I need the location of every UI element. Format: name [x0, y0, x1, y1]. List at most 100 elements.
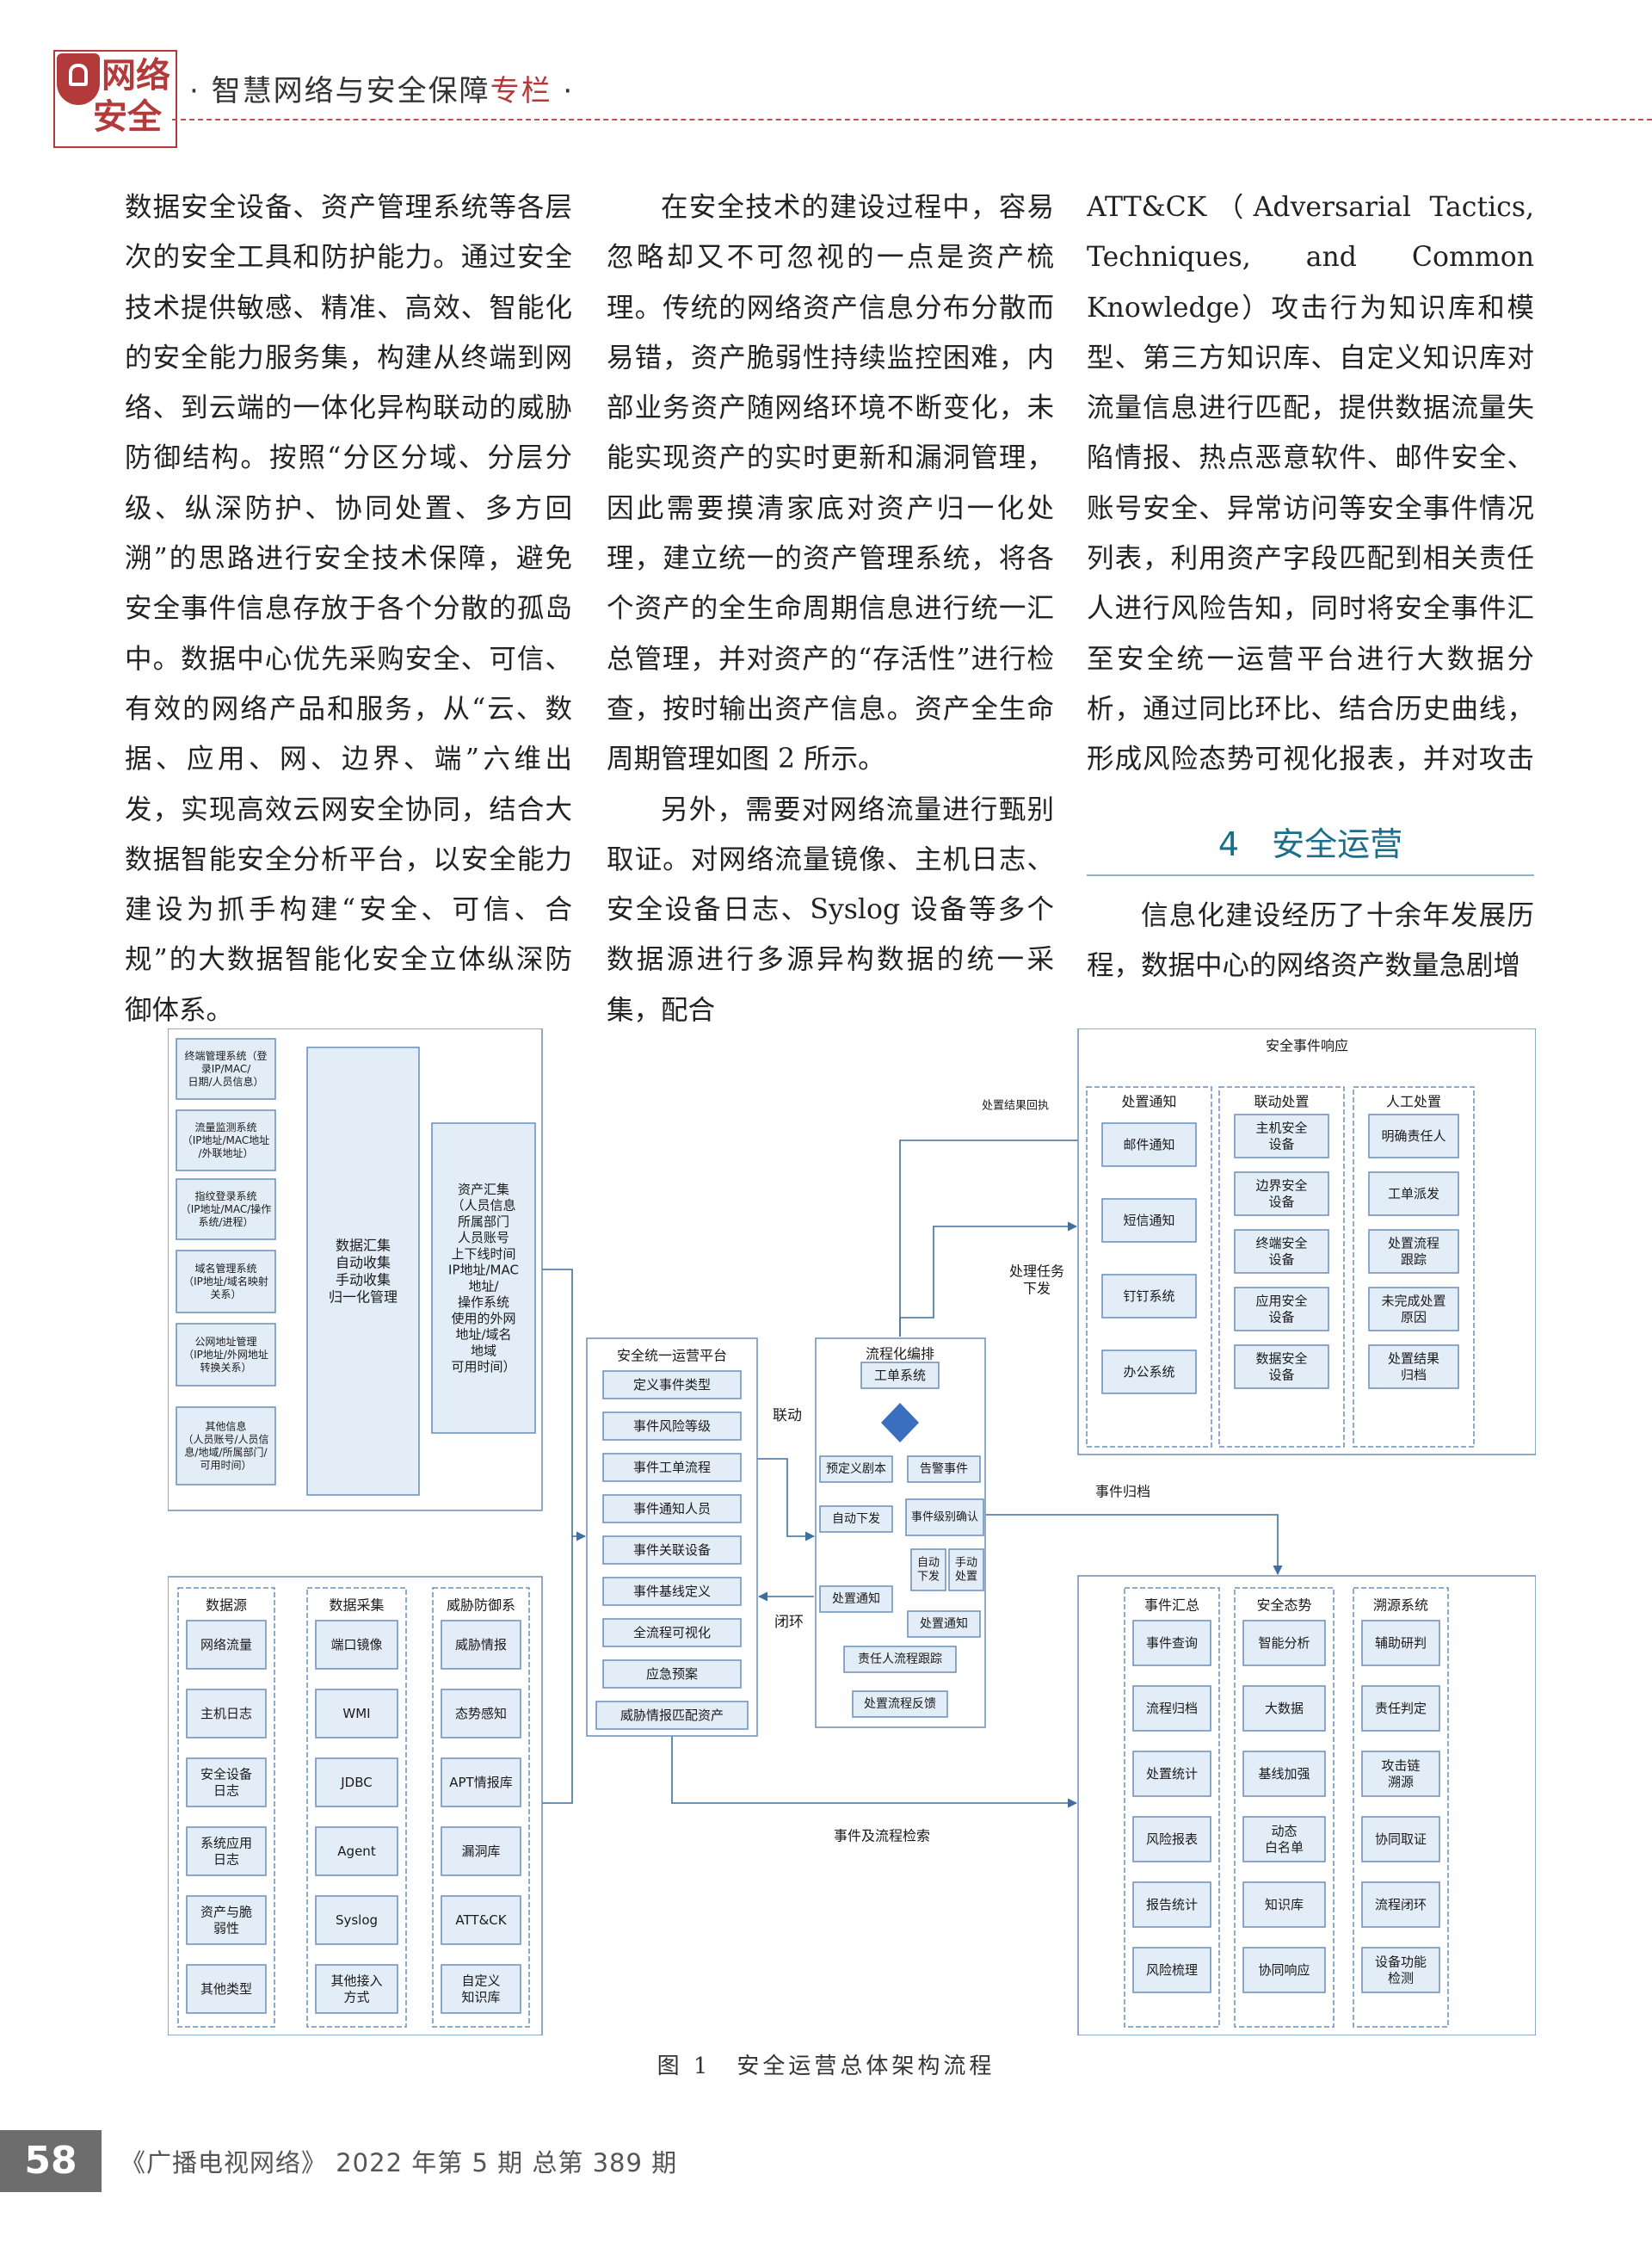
- stat-item-box-label: 处置统计: [1146, 1766, 1198, 1782]
- page-number: 58: [0, 2130, 102, 2192]
- response-item-box-label: 跟踪: [1401, 1251, 1427, 1267]
- stat-item-box: [1361, 1751, 1440, 1797]
- data-item-box: [441, 1620, 521, 1670]
- stat-item-box: [1361, 1816, 1440, 1862]
- text-column-3: ATT&CK（Adversarial Tactics, Techniques, …: [1087, 182, 1534, 794]
- source-system-box-label: （IP地址/域名映射: [183, 1275, 268, 1288]
- response-item-box-label: 终端安全: [1255, 1236, 1307, 1251]
- group-title: 数据源: [206, 1597, 247, 1614]
- platform-item-box-label: 全流程可视化: [633, 1625, 711, 1640]
- response-item-box: [1234, 1344, 1329, 1389]
- source-system-box-label: （人员账号/人员信: [182, 1434, 268, 1446]
- stat-item-box: [1361, 1620, 1440, 1666]
- group-title: 人工处置: [1386, 1094, 1441, 1110]
- platform-item-box-label: 事件工单流程: [633, 1460, 711, 1475]
- stat-item-box: [1132, 1751, 1211, 1797]
- response-item-box-label: 设备: [1268, 1367, 1294, 1382]
- response-item-box: [1234, 1287, 1329, 1331]
- response-item-box-label: 设备: [1268, 1136, 1294, 1152]
- text-column-2: 在安全技术的建设过程中，容易忽略却又不可忽视的一点是资产梳理。传统的网络资产信息…: [607, 182, 1054, 1035]
- response-item-box: [1101, 1350, 1197, 1394]
- data-item-box-label: 漏洞库: [461, 1844, 500, 1859]
- data-item-box-label: 资产与脆: [200, 1905, 252, 1920]
- platform-item-box-label: 事件基线定义: [633, 1584, 711, 1599]
- data-item-box: [186, 1620, 267, 1670]
- response-item-box-label: 处置流程: [1388, 1236, 1439, 1251]
- source-system-box-label: 转换关系）: [200, 1361, 251, 1374]
- connector-arrow: [899, 1221, 1078, 1337]
- platform-item-box-label: 应急预案: [646, 1666, 698, 1682]
- section-heading: 4 安全运营: [1217, 825, 1403, 863]
- predefined-playbook-box: [819, 1455, 893, 1483]
- source-system-box: [176, 1038, 276, 1100]
- asset-summary-box-label: 操作系统: [458, 1294, 509, 1310]
- linkage-label: 联动: [773, 1407, 802, 1424]
- asset-summary-box-label: 资产汇集: [458, 1182, 509, 1197]
- data-item-box-label: 系统应用: [200, 1836, 252, 1851]
- stat-item-box-label: 风险报表: [1146, 1831, 1198, 1847]
- source-system-box-label: 录IP/MAC/: [201, 1063, 252, 1075]
- paragraph: 另外，需要对网络流量进行甄别取证。对网络流量镜像、主机日志、安全设备日志、Sys…: [607, 794, 1054, 1026]
- platform-item-box-label: 定义事件类型: [633, 1377, 711, 1393]
- platform-item-box-label: 事件通知人员: [633, 1501, 711, 1516]
- platform-item-box: [595, 1701, 749, 1730]
- manual-handle-box: [948, 1548, 984, 1591]
- stat-item-box-label: 风险梳理: [1146, 1962, 1198, 1978]
- response-item-box: [1368, 1171, 1459, 1216]
- data-item-box-label: 端口镜像: [330, 1637, 382, 1652]
- response-item-box-label: 邮件通知: [1123, 1137, 1174, 1152]
- manual-handle-box-label: 手动: [955, 1556, 977, 1569]
- stat-item-box-label: 事件查询: [1146, 1635, 1198, 1651]
- data-item-box: [186, 1964, 267, 2014]
- journal-info: 《广播电视网络》 2022 年第 5 期 总第 389 期: [120, 2148, 678, 2177]
- diagram-svg: 终端管理系统（登录IP/MAC/日期/人员信息）流量监测系统（IP地址/MAC地…: [167, 1028, 1537, 2036]
- data-item-box-label: 知识库: [461, 1989, 500, 2004]
- data-item-box-label: 态势感知: [455, 1706, 507, 1721]
- platform-item-box: [602, 1370, 742, 1399]
- source-system-box-label: （IP地址/MAC/操作: [181, 1202, 272, 1215]
- event-level-box: [905, 1498, 984, 1536]
- data-collect-box-label: 归一化管理: [329, 1289, 398, 1306]
- responsible-track-box: [843, 1646, 957, 1673]
- response-item-box-label: 处置结果: [1388, 1351, 1439, 1367]
- response-item-box-label: 原因: [1401, 1309, 1427, 1325]
- auto-issue-small-box: [910, 1548, 946, 1591]
- data-collect-box-label: 数据汇集: [336, 1238, 391, 1254]
- response-item-box-label: 明确责任人: [1381, 1128, 1446, 1144]
- data-item-box-label: 方式: [343, 1989, 369, 2004]
- stat-item-box-label: 协同取证: [1375, 1831, 1427, 1847]
- platform-title: 安全统一运营平台: [617, 1348, 727, 1364]
- data-collect-box-label: 自动收集: [336, 1255, 391, 1271]
- notice-box-label: 处置通知: [920, 1616, 968, 1631]
- stat-item-box: [1132, 1881, 1211, 1928]
- data-item-box: [186, 1689, 267, 1739]
- response-item-box-label: 数据安全: [1255, 1351, 1307, 1367]
- paragraph: 在安全技术的建设过程中，容易忽略却又不可忽视的一点是资产梳理。传统的网络资产信息…: [607, 192, 1054, 775]
- source-system-box-label: 息/地域/所属部门/: [184, 1446, 268, 1459]
- data-item-box: [315, 1964, 398, 2014]
- platform-item-box-label: 威胁情报匹配资产: [620, 1708, 724, 1723]
- response-item-box: [1368, 1114, 1459, 1158]
- response-item-box-label: 设备: [1268, 1194, 1294, 1209]
- source-system-box: [176, 1250, 276, 1313]
- platform-item-box: [602, 1659, 742, 1689]
- asset-summary-box-label: 地址/: [468, 1278, 499, 1294]
- source-system-box-label: 系统/进程）: [198, 1215, 253, 1228]
- section-divider: [1087, 874, 1534, 876]
- stat-item-box-label: 基线加强: [1258, 1766, 1310, 1782]
- response-item-box-label: 应用安全: [1255, 1294, 1307, 1309]
- paragraph: 信息化建设经历了十余年发展历程，数据中心的网络资产数量急剧增: [1087, 900, 1534, 982]
- archive-label: 事件归档: [1095, 1484, 1150, 1500]
- data-item-box-label: 其他接入: [330, 1973, 382, 1989]
- data-item-box-label: 网络流量: [200, 1637, 252, 1652]
- asset-summary-box-label: 可用时间）: [451, 1359, 515, 1374]
- auto-issue-box-label: 自动下发: [832, 1512, 880, 1526]
- stat-item-box-label: 协同响应: [1258, 1962, 1310, 1978]
- asset-summary-box: [431, 1122, 536, 1434]
- asset-summary-box-label: 人员账号: [458, 1230, 509, 1245]
- platform-item-box: [602, 1453, 742, 1482]
- logo-text-line1: 网络: [102, 55, 170, 96]
- architecture-diagram: 终端管理系统（登录IP/MAC/日期/人员信息）流量监测系统（IP地址/MAC地…: [167, 1028, 1537, 2036]
- task-issue-label: 处理任务: [1009, 1263, 1064, 1280]
- text-column-3b: 信息化建设经历了十余年发展历程，数据中心的网络资产数量急剧增: [1087, 891, 1534, 991]
